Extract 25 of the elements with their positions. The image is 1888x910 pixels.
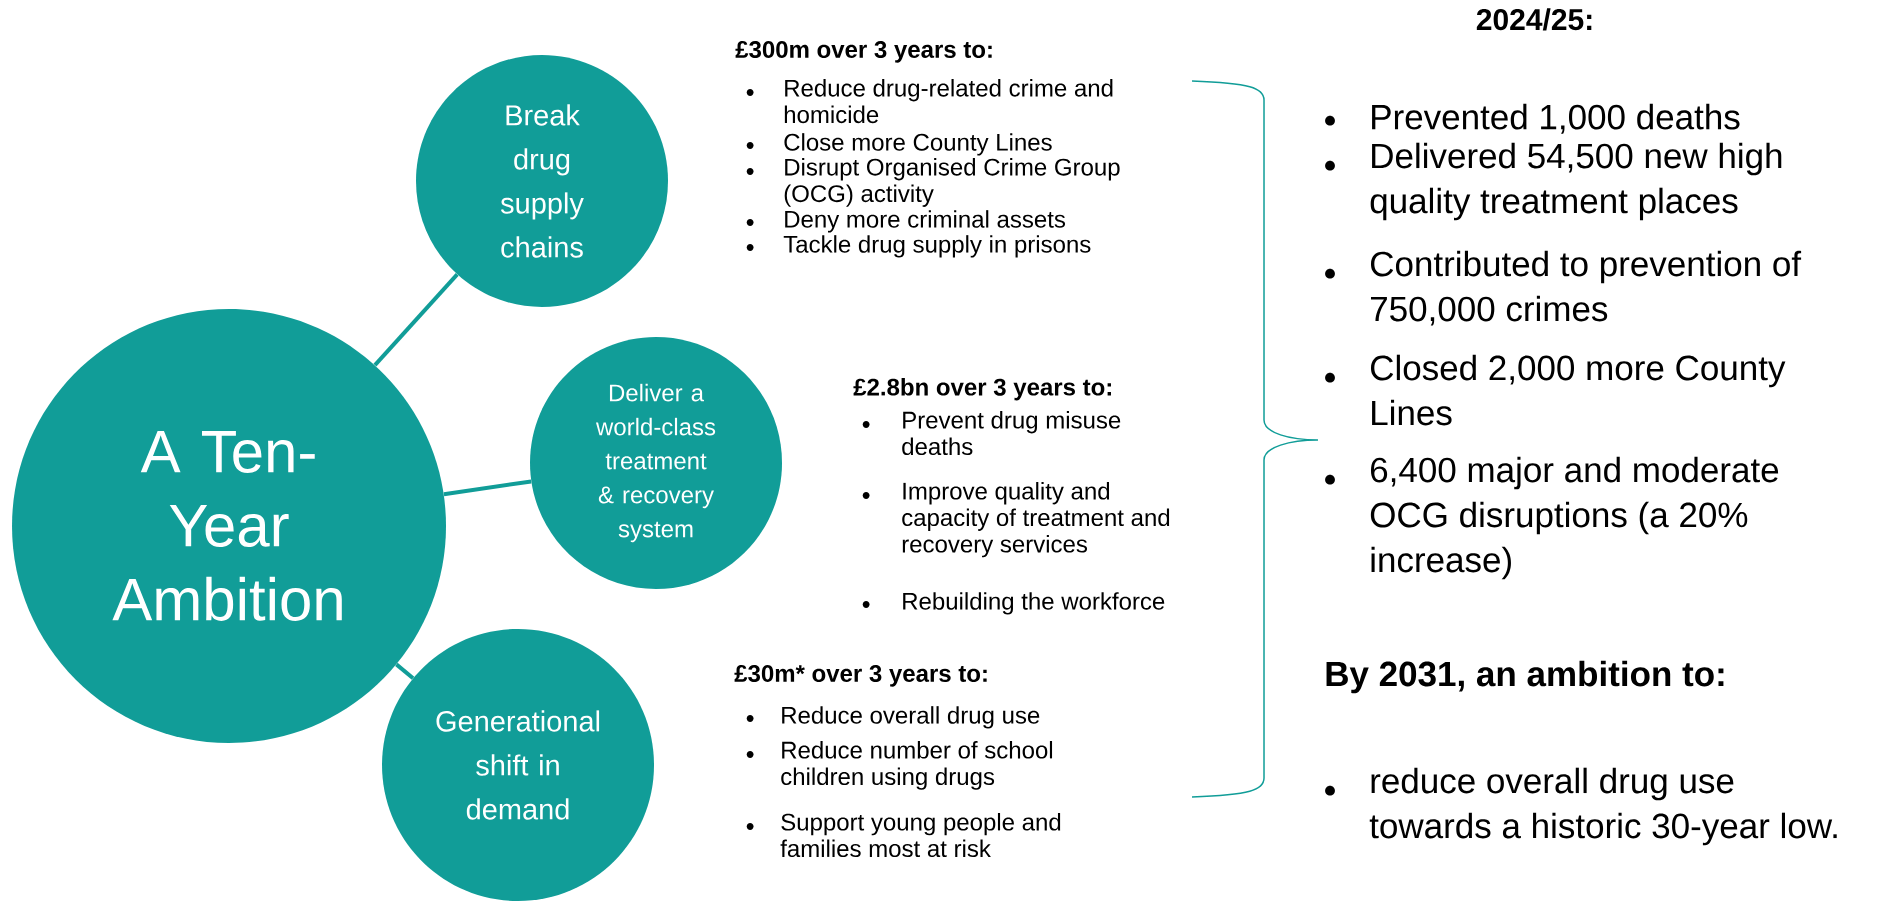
bullet-item: Support young people and families most at risk <box>746 813 1061 858</box>
bullet-item: Prevent drug misuse deaths <box>862 411 1121 456</box>
heading: £2.8bn over 3 years to: <box>853 378 1111 401</box>
connector-line <box>395 662 415 680</box>
bullet-item: Closed 2,000 more County Lines <box>1325 354 1786 426</box>
bullet-item: 6,400 major and moderate OCG disruptions (a 20% increase) <box>1325 456 1779 580</box>
heading: £30m* over 3 years to: <box>734 665 987 687</box>
bullet-item: Tackle drug supply in prisons <box>746 235 1091 258</box>
bullet-item: Disrupt Organised Crime Group (OCG) activity <box>746 158 1120 207</box>
heading: 2024/25: <box>1476 8 1592 31</box>
bullet-item: Close more County Lines <box>746 133 1052 156</box>
bullet-item: Prevented 1,000 deaths <box>1325 103 1740 134</box>
bullet-item: Improve quality and capacity of treatment and recovery services <box>862 482 1170 558</box>
bullet-item: Reduce drug-related crime and homicide <box>746 79 1113 124</box>
bullet-item: Reduce overall drug use <box>746 706 1040 729</box>
heading: By 2031, an ambition to: <box>1326 660 1724 694</box>
bullet-item: Rebuilding the workforce <box>862 592 1165 615</box>
bullet-item: Contributed to prevention of 750,000 crimes <box>1325 250 1802 326</box>
connector-line <box>443 479 532 497</box>
connector-line <box>373 273 459 367</box>
bullet-item: reduce overall drug use towards a historic 30-year low. <box>1325 767 1837 846</box>
bullet-item: Reduce number of school children using drugs <box>746 741 1053 790</box>
heading: £300m over 3 years to: <box>735 41 992 63</box>
bullet-item: Delivered 54,500 new high quality treatment places <box>1325 142 1782 221</box>
bullet-item: Deny more criminal assets <box>746 210 1066 233</box>
